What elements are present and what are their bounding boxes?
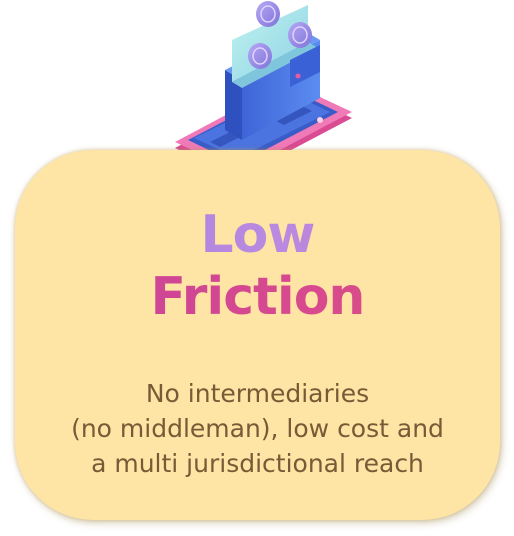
card-title-line1: Low (15, 205, 500, 265)
feature-card (15, 150, 500, 520)
card-description: No intermediaries (no middleman), low co… (15, 376, 500, 481)
description-line: (no middleman), low cost and (71, 414, 444, 443)
description-line: a multi jurisdictional reach (91, 449, 424, 478)
description-line: No intermediaries (145, 379, 370, 408)
card-title: Low Friction (15, 205, 500, 327)
crypto-wallet-phone-icon (170, 0, 360, 190)
card-title-line2: Friction (15, 267, 500, 327)
